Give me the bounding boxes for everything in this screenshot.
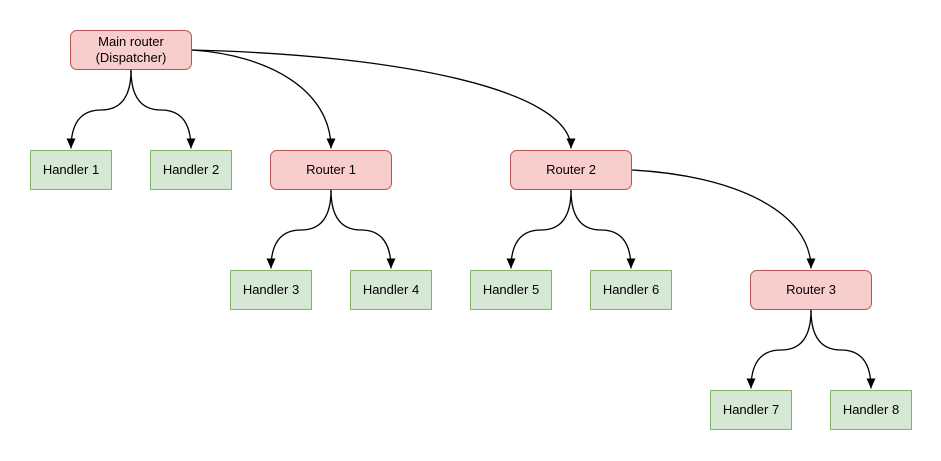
node-handler-3: Handler 3 xyxy=(230,270,312,310)
node-handler-7: Handler 7 xyxy=(710,390,792,430)
node-router-1: Router 1 xyxy=(270,150,392,190)
node-handler-2: Handler 2 xyxy=(150,150,232,190)
node-handler-5-label: Handler 5 xyxy=(482,281,540,297)
node-main-router: Main router (Dispatcher) xyxy=(70,30,192,70)
node-router-1-label: Router 1 xyxy=(306,161,356,177)
edge-router-3-to-handler-7 xyxy=(746,309,812,389)
edge-router-2-to-router-3 xyxy=(631,169,816,269)
node-handler-1-label: Handler 1 xyxy=(42,161,100,177)
node-handler-8-label: Handler 8 xyxy=(842,401,900,417)
node-handler-8: Handler 8 xyxy=(830,390,912,430)
edges-group xyxy=(66,49,876,389)
node-handler-4-label: Handler 4 xyxy=(362,281,420,297)
node-router-2: Router 2 xyxy=(510,150,632,190)
node-handler-6: Handler 6 xyxy=(590,270,672,310)
node-handler-5: Handler 5 xyxy=(470,270,552,310)
node-handler-6-label: Handler 6 xyxy=(602,281,660,297)
node-handler-4: Handler 4 xyxy=(350,270,432,310)
edge-router-1-to-handler-4 xyxy=(330,189,396,269)
node-main-router-label: Main router (Dispatcher) xyxy=(95,33,167,65)
node-handler-7-label: Handler 7 xyxy=(722,401,780,417)
node-handler-3-label: Handler 3 xyxy=(242,281,300,297)
edge-main-router-to-router-2 xyxy=(191,49,576,149)
edge-main-router-to-handler-2 xyxy=(130,69,196,149)
edge-main-router-to-handler-1 xyxy=(66,69,132,149)
edge-router-2-to-handler-6 xyxy=(570,189,636,269)
edge-router-3-to-handler-8 xyxy=(810,309,876,389)
node-router-3: Router 3 xyxy=(750,270,872,310)
edge-router-2-to-handler-5 xyxy=(506,189,572,269)
node-handler-2-label: Handler 2 xyxy=(162,161,220,177)
edge-router-1-to-handler-3 xyxy=(266,189,332,269)
node-handler-1: Handler 1 xyxy=(30,150,112,190)
edge-main-router-to-router-1 xyxy=(191,49,336,149)
node-router-2-label: Router 2 xyxy=(546,161,596,177)
node-router-3-label: Router 3 xyxy=(786,281,836,297)
